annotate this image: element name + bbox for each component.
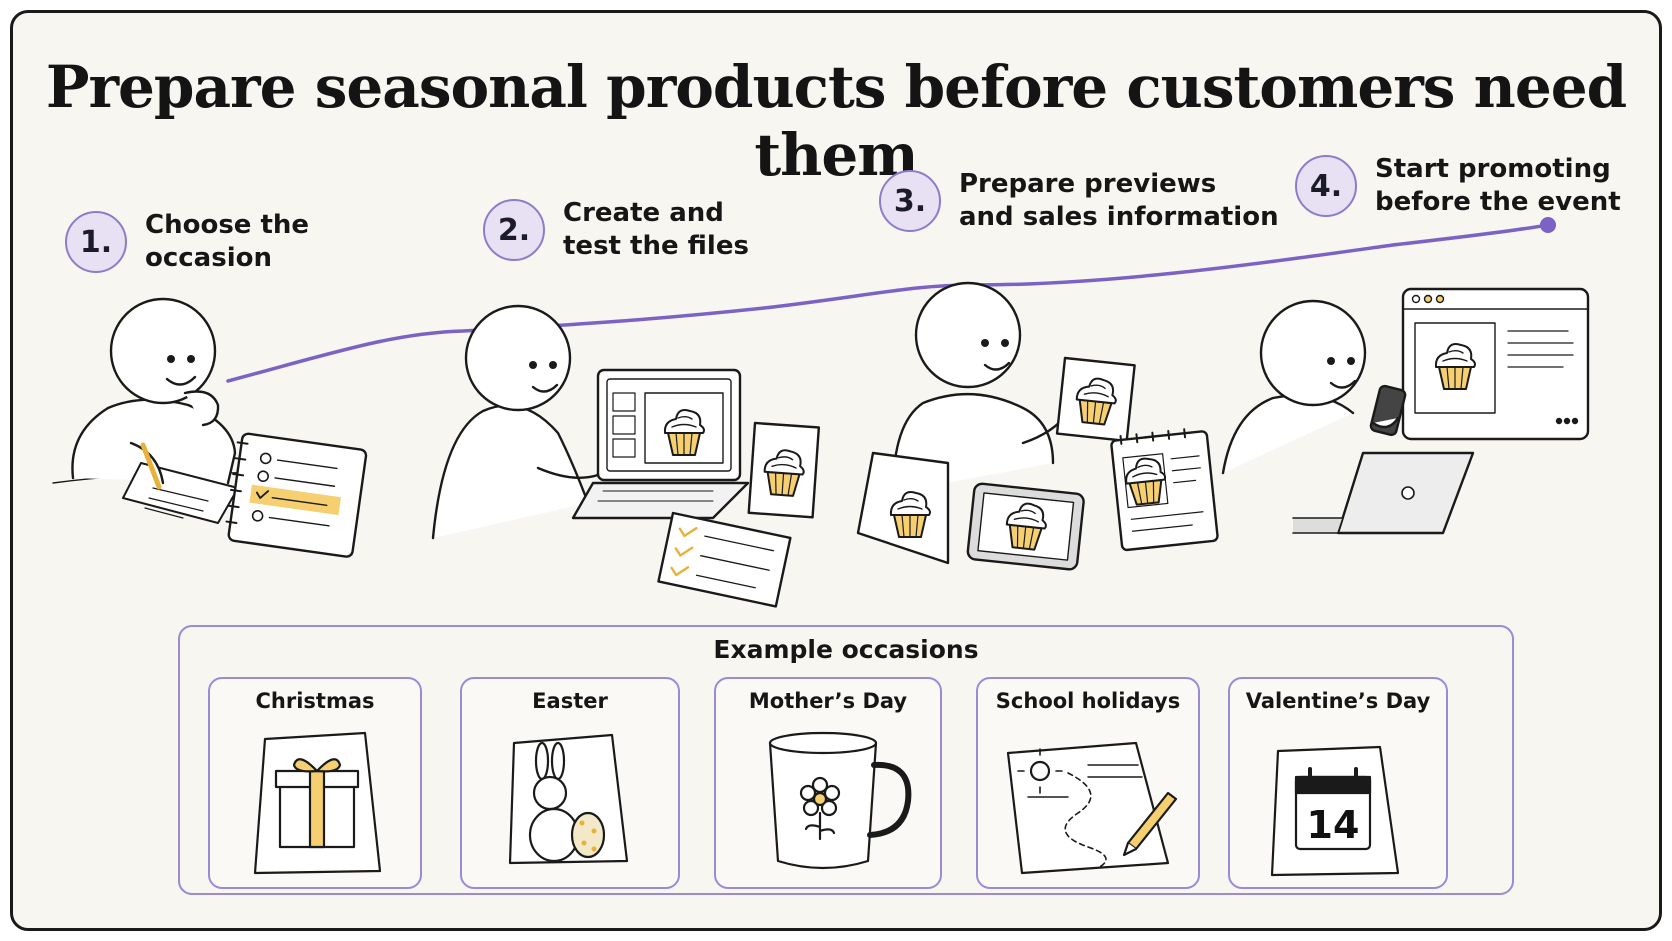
occasion-label: Christmas [255, 689, 375, 713]
step-1-label: Choose the occasion [145, 210, 310, 273]
step-3-number-badge: 3. [879, 170, 941, 232]
occasion-card-valentines-day: Valentine’s Day 14 [1228, 677, 1448, 889]
step-1-number-badge: 1. [65, 211, 127, 273]
step-2: 2. Create and test the files [483, 197, 749, 263]
occasion-label: Mother’s Day [748, 689, 908, 713]
progress-end-dot [1540, 217, 1556, 233]
scene-start-promoting [1221, 287, 1590, 535]
infographic-frame: Prepare seasonal products before custome… [10, 10, 1662, 931]
step-2-label: Create and test the files [563, 198, 749, 261]
occasion-card-mothers-day: Mother’s Day [714, 677, 942, 889]
step-4: 4. Start promoting before the event [1295, 153, 1621, 219]
occasion-card-easter: Easter [460, 677, 680, 889]
step-3-label: Prepare previews and sales information [959, 169, 1279, 232]
illustration-layer [52, 217, 1590, 608]
flower-mug-icon [768, 731, 912, 870]
scene-create-test-files [431, 304, 821, 608]
gift-card-icon [253, 731, 382, 875]
progress-path [226, 223, 1550, 383]
calendar-card-icon: 14 [1270, 745, 1400, 877]
step-4-label: Start promoting before the event [1375, 154, 1621, 217]
occasion-label: Easter [532, 689, 608, 713]
occasion-label: Valentine’s Day [1245, 689, 1431, 713]
step-3: 3. Prepare previews and sales informatio… [879, 168, 1279, 234]
occasion-card-school-holidays: School holidays [976, 677, 1200, 889]
scene-prepare-previews [856, 281, 1219, 571]
scene-choose-occasion [52, 297, 368, 558]
occasion-card-christmas: Christmas [208, 677, 422, 889]
page-title: Prepare seasonal products before custome… [45, 53, 1627, 189]
activity-sheet-icon [1006, 741, 1178, 875]
step-1: 1. Choose the occasion [65, 209, 309, 275]
step-4-number-badge: 4. [1295, 155, 1357, 217]
occasion-label: School holidays [995, 689, 1181, 713]
bunny-egg-card-icon [508, 733, 629, 865]
example-occasions-panel: Example occasions Christmas Easter [178, 625, 1514, 895]
calendar-date: 14 [1307, 803, 1360, 847]
step-2-number-badge: 2. [483, 199, 545, 261]
example-occasions-title: Example occasions [713, 635, 979, 664]
